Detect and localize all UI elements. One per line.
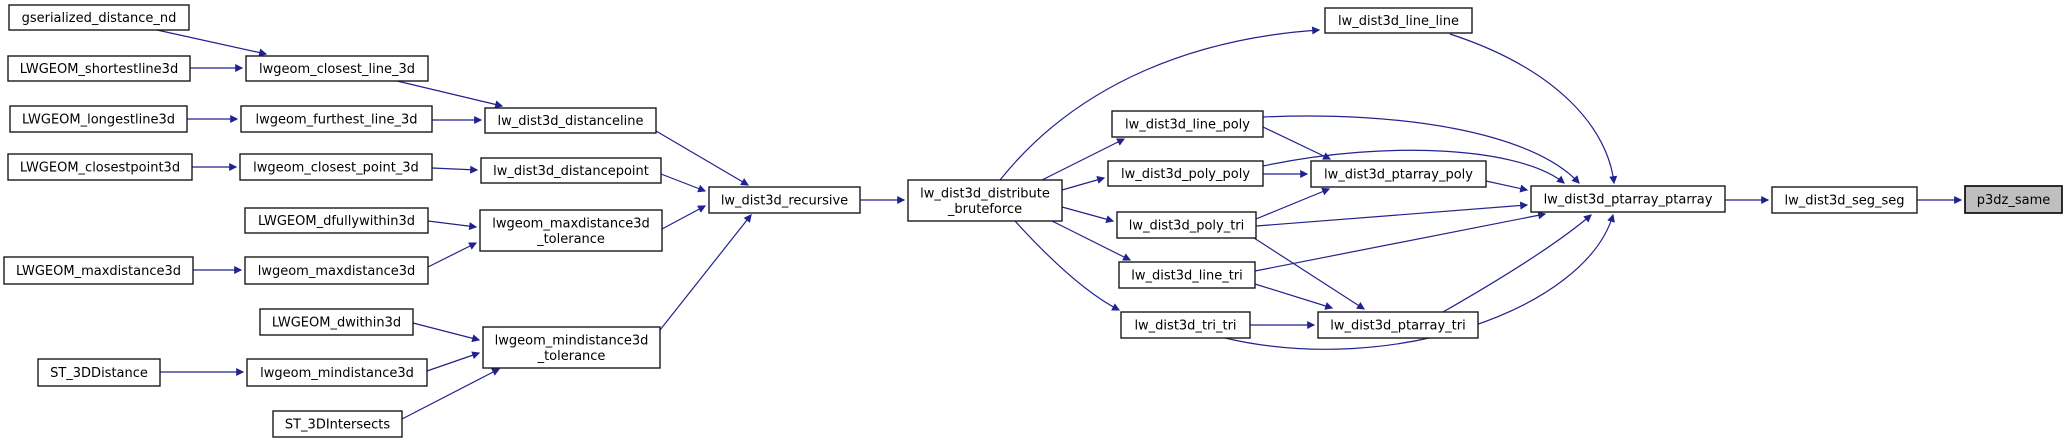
node-LWGEOM_dfullywithin3d[interactable]: LWGEOM_dfullywithin3d [244, 207, 429, 234]
node-p3dz_same: p3dz_same [1964, 185, 2063, 214]
node-label: lw_dist3d_line_poly [1125, 118, 1250, 133]
node-label: lw_dist3d_seg_seg [1784, 194, 1904, 209]
node-lw_dist3d_distancepoint[interactable]: lw_dist3d_distancepoint [480, 157, 662, 184]
edge-lwgeom_maxdistance3d--lwgeom_maxdistance3d_tolerance [427, 242, 478, 268]
node-lw_dist3d_distanceline[interactable]: lw_dist3d_distanceline [484, 107, 657, 134]
edge-lw_dist3d_ptarray_tri--lw_dist3d_ptarray_ptarray [1442, 214, 1592, 313]
node-lwgeom_closest_line_3d[interactable]: lwgeom_closest_line_3d [245, 55, 429, 82]
node-lwgeom_maxdistance3d_tolerance[interactable]: lwgeom_maxdistance3d_tolerance [479, 209, 663, 252]
node-lwgeom_mindistance3d_tolerance[interactable]: lwgeom_mindistance3d_tolerance [482, 326, 661, 369]
edge-gserialized_distance_nd--lwgeom_closest_line_3d [156, 29, 268, 57]
node-label: lwgeom_maxdistance3d_tolerance [492, 217, 650, 248]
node-lw_dist3d_line_poly[interactable]: lw_dist3d_line_poly [1111, 110, 1264, 138]
node-label: lwgeom_mindistance3d [260, 366, 414, 381]
node-label: lw_dist3d_distribute_bruteforce [920, 187, 1050, 218]
edge-LWGEOM_dfullywithin3d--lwgeom_maxdistance3d_tolerance [427, 220, 478, 231]
edge-lwgeom_closest_point_3d--lw_dist3d_distancepoint [431, 165, 479, 174]
edge-lw_dist3d_distribute_bruteforce--lw_dist3d_poly_poly [1061, 176, 1106, 191]
edges [156, 26, 1963, 420]
node-lw_dist3d_tri_tri[interactable]: lw_dist3d_tri_tri [1120, 311, 1251, 339]
node-lwgeom_furthest_line_3d[interactable]: lwgeom_furthest_line_3d [240, 105, 433, 133]
edge-lw_dist3d_line_line--lw_dist3d_ptarray_ptarray [1449, 33, 1618, 185]
nodes: gserialized_distance_ndLWGEOM_shortestli… [3, 4, 2063, 438]
edge-lw_dist3d_distanceline--lw_dist3d_recursive [655, 130, 750, 186]
node-lw_dist3d_seg_seg[interactable]: lw_dist3d_seg_seg [1771, 186, 1918, 214]
edge-lw_dist3d_distribute_bruteforce--lw_dist3d_line_tri [1051, 220, 1132, 261]
node-label: lw_dist3d_ptarray_ptarray [1544, 193, 1713, 208]
edge-lwgeom_maxdistance3d_tolerance--lw_dist3d_recursive [661, 205, 707, 230]
edge-lw_dist3d_poly_tri--lw_dist3d_ptarray_poly [1255, 187, 1331, 220]
node-label: lw_dist3d_tri_tri [1134, 319, 1236, 334]
edge-lw_dist3d_distribute_bruteforce--lw_dist3d_line_line [999, 26, 1321, 181]
edge-lw_dist3d_distribute_bruteforce--lw_dist3d_poly_tri [1061, 206, 1115, 224]
node-label: lw_dist3d_poly_tri [1129, 219, 1245, 234]
node-lw_dist3d_poly_tri[interactable]: lw_dist3d_poly_tri [1116, 211, 1257, 239]
node-label: LWGEOM_longestline3d [22, 113, 175, 128]
edge-lw_dist3d_line_tri--lw_dist3d_ptarray_ptarray [1254, 211, 1547, 272]
node-label: lw_dist3d_ptarray_tri [1330, 319, 1466, 334]
node-label: gserialized_distance_nd [22, 11, 177, 26]
node-lw_dist3d_ptarray_poly[interactable]: lw_dist3d_ptarray_poly [1310, 160, 1487, 188]
node-LWGEOM_shortestline3d[interactable]: LWGEOM_shortestline3d [7, 55, 191, 82]
node-lw_dist3d_ptarray_ptarray[interactable]: lw_dist3d_ptarray_ptarray [1530, 185, 1726, 213]
node-label: lwgeom_mindistance3d_tolerance [495, 334, 649, 365]
node-label: lwgeom_maxdistance3d [258, 264, 416, 279]
edge-lw_dist3d_line_poly--lw_dist3d_ptarray_ptarray [1262, 115, 1580, 184]
node-label: LWGEOM_dwithin3d [272, 316, 401, 331]
node-LWGEOM_closestpoint3d[interactable]: LWGEOM_closestpoint3d [7, 153, 193, 181]
node-label: lwgeom_furthest_line_3d [256, 113, 418, 128]
edge-lwgeom_closest_line_3d--lw_dist3d_distanceline [396, 80, 504, 109]
node-lw_dist3d_ptarray_tri[interactable]: lw_dist3d_ptarray_tri [1317, 311, 1479, 339]
edge-lwgeom_mindistance3d_tolerance--lw_dist3d_recursive [659, 214, 752, 331]
node-LWGEOM_dwithin3d[interactable]: LWGEOM_dwithin3d [259, 308, 414, 336]
node-lwgeom_maxdistance3d[interactable]: lwgeom_maxdistance3d [244, 256, 429, 285]
node-label: lwgeom_closest_line_3d [259, 62, 415, 77]
node-gserialized_distance_nd[interactable]: gserialized_distance_nd [8, 4, 190, 31]
edge-lw_dist3d_ptarray_poly--lw_dist3d_ptarray_ptarray [1485, 180, 1529, 193]
edge-lw_dist3d_poly_tri--lw_dist3d_ptarray_ptarray [1255, 201, 1529, 227]
node-label: ST_3DIntersects [285, 418, 391, 433]
node-label: lw_dist3d_distancepoint [493, 164, 649, 179]
node-label: lw_dist3d_distanceline [497, 114, 643, 129]
node-lwgeom_closest_point_3d[interactable]: lwgeom_closest_point_3d [239, 153, 433, 181]
node-lw_dist3d_distribute_bruteforce[interactable]: lw_dist3d_distribute_bruteforce [907, 179, 1063, 222]
node-label: lwgeom_closest_point_3d [253, 161, 419, 176]
edge-lwgeom_mindistance3d--lwgeom_mindistance3d_tolerance [426, 351, 481, 372]
edge-lw_dist3d_distancepoint--lw_dist3d_recursive [660, 173, 707, 193]
edge-lw_dist3d_distribute_bruteforce--lw_dist3d_line_poly [1041, 138, 1126, 181]
node-label: LWGEOM_maxdistance3d [16, 264, 181, 279]
node-ST_3DIntersects[interactable]: ST_3DIntersects [272, 410, 403, 438]
node-label: LWGEOM_shortestline3d [20, 62, 178, 77]
node-label: lw_dist3d_line_line [1338, 14, 1459, 29]
node-lwgeom_mindistance3d[interactable]: lwgeom_mindistance3d [246, 358, 428, 387]
node-LWGEOM_maxdistance3d[interactable]: LWGEOM_maxdistance3d [3, 256, 194, 285]
node-lw_dist3d_recursive[interactable]: lw_dist3d_recursive [708, 186, 861, 214]
edge-ST_3DIntersects--lwgeom_mindistance3d_tolerance [401, 368, 501, 420]
node-lw_dist3d_line_line[interactable]: lw_dist3d_line_line [1324, 7, 1473, 34]
edge-LWGEOM_dwithin3d--lwgeom_mindistance3d_tolerance [412, 322, 481, 343]
node-label: lw_dist3d_ptarray_poly [1324, 168, 1473, 183]
node-ST_3DDistance[interactable]: ST_3DDistance [37, 358, 161, 387]
node-label: lw_dist3d_recursive [721, 194, 848, 209]
node-label: lw_dist3d_poly_poly [1121, 167, 1250, 182]
edge-lw_dist3d_line_tri--lw_dist3d_ptarray_tri [1254, 283, 1334, 310]
node-LWGEOM_longestline3d[interactable]: LWGEOM_longestline3d [9, 105, 188, 133]
edge-lw_dist3d_poly_poly--lw_dist3d_ptarray_ptarray [1262, 149, 1565, 184]
node-label: p3dz_same [1977, 193, 2051, 208]
node-lw_dist3d_poly_poly[interactable]: lw_dist3d_poly_poly [1107, 160, 1264, 187]
node-label: LWGEOM_closestpoint3d [20, 161, 180, 176]
edge-lw_dist3d_poly_tri--lw_dist3d_ptarray_tri [1253, 237, 1366, 310]
node-label: ST_3DDistance [50, 366, 148, 381]
edge-lw_dist3d_line_poly--lw_dist3d_ptarray_poly [1262, 126, 1332, 160]
edge-lw_dist3d_distribute_bruteforce--lw_dist3d_tri_tri [1014, 220, 1121, 311]
node-label: lw_dist3d_line_tri [1131, 269, 1243, 284]
node-label: LWGEOM_dfullywithin3d [258, 214, 415, 229]
node-lw_dist3d_line_tri[interactable]: lw_dist3d_line_tri [1118, 261, 1256, 289]
